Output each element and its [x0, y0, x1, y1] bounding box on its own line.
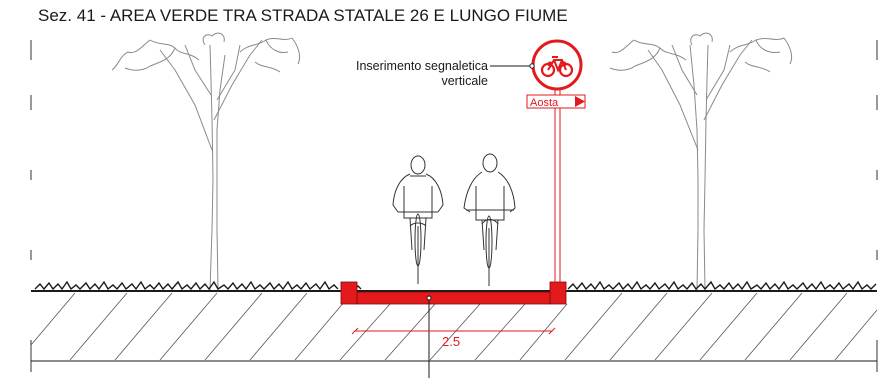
- cyclist-right: [463, 153, 516, 286]
- dimension-line: [351, 327, 556, 335]
- bike-lane: [340, 281, 567, 305]
- bicycle-icon: [531, 39, 583, 91]
- grass: [34, 280, 877, 291]
- sign-callout-line2: verticale: [441, 74, 488, 88]
- axis-marker: [426, 295, 432, 378]
- sign-callout-line1: Inserimento segnaletica: [355, 59, 488, 73]
- callout-leader: [490, 63, 535, 69]
- section-title: Sez. 41 - AREA VERDE TRA STRADA STATALE …: [38, 6, 568, 25]
- soil-hatch: [30, 292, 878, 361]
- direction-plate: Aosta: [526, 94, 586, 109]
- dimension-value: 2.5: [442, 334, 460, 349]
- cyclist-left: [392, 155, 444, 284]
- sign-callout: Inserimento segnaletica verticale: [318, 59, 488, 89]
- sign-plate-text: Aosta: [530, 97, 559, 109]
- sign-pole: [554, 90, 561, 282]
- tree-right: [609, 32, 793, 291]
- tree-left: [111, 32, 301, 291]
- frame-ticks: [30, 40, 878, 372]
